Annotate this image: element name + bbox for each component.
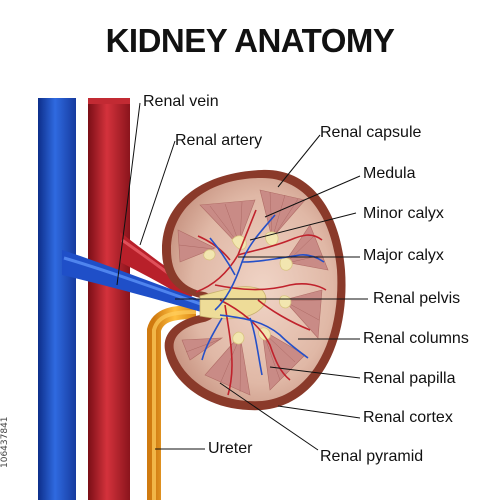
label-ureter: Ureter bbox=[208, 440, 253, 457]
label-medula: Medula bbox=[363, 165, 416, 182]
renal-vein-highlight bbox=[63, 256, 213, 310]
label-renal-columns: Renal columns bbox=[363, 330, 469, 347]
leader-renal-vein bbox=[116, 102, 141, 286]
ureter-tube-highlight bbox=[152, 310, 197, 500]
internal-arteries bbox=[195, 209, 327, 396]
stock-image-id: 106437841 bbox=[0, 416, 10, 468]
leader-renal-papilla bbox=[269, 366, 361, 379]
leader-renal-pyramid bbox=[219, 382, 319, 451]
aorta-cap bbox=[88, 98, 130, 104]
diagram-title: KIDNEY ANATOMY bbox=[105, 22, 395, 59]
leader-renal-artery bbox=[139, 140, 176, 246]
label-minor-calyx: Minor calyx bbox=[363, 205, 444, 222]
pyramid-striations bbox=[178, 191, 323, 393]
aorta bbox=[88, 98, 130, 500]
internal-veins bbox=[201, 214, 325, 376]
label-renal-vein: Renal vein bbox=[143, 93, 219, 110]
label-renal-cortex: Renal cortex bbox=[363, 409, 453, 426]
label-renal-papilla: Renal papilla bbox=[363, 370, 456, 387]
leader-renal-capsule bbox=[277, 134, 321, 188]
label-renal-artery: Renal artery bbox=[175, 132, 263, 149]
label-renal-pelvis: Renal pelvis bbox=[373, 290, 461, 307]
label-major-calyx: Major calyx bbox=[363, 247, 444, 264]
leader-medula bbox=[264, 175, 361, 218]
leader-minor-calyx bbox=[249, 212, 357, 241]
leader-lines bbox=[116, 102, 368, 451]
label-renal-capsule: Renal capsule bbox=[320, 124, 422, 141]
label-renal-pyramid: Renal pyramid bbox=[320, 448, 424, 465]
leader-renal-cortex bbox=[277, 405, 361, 419]
vena-cava bbox=[38, 98, 76, 500]
